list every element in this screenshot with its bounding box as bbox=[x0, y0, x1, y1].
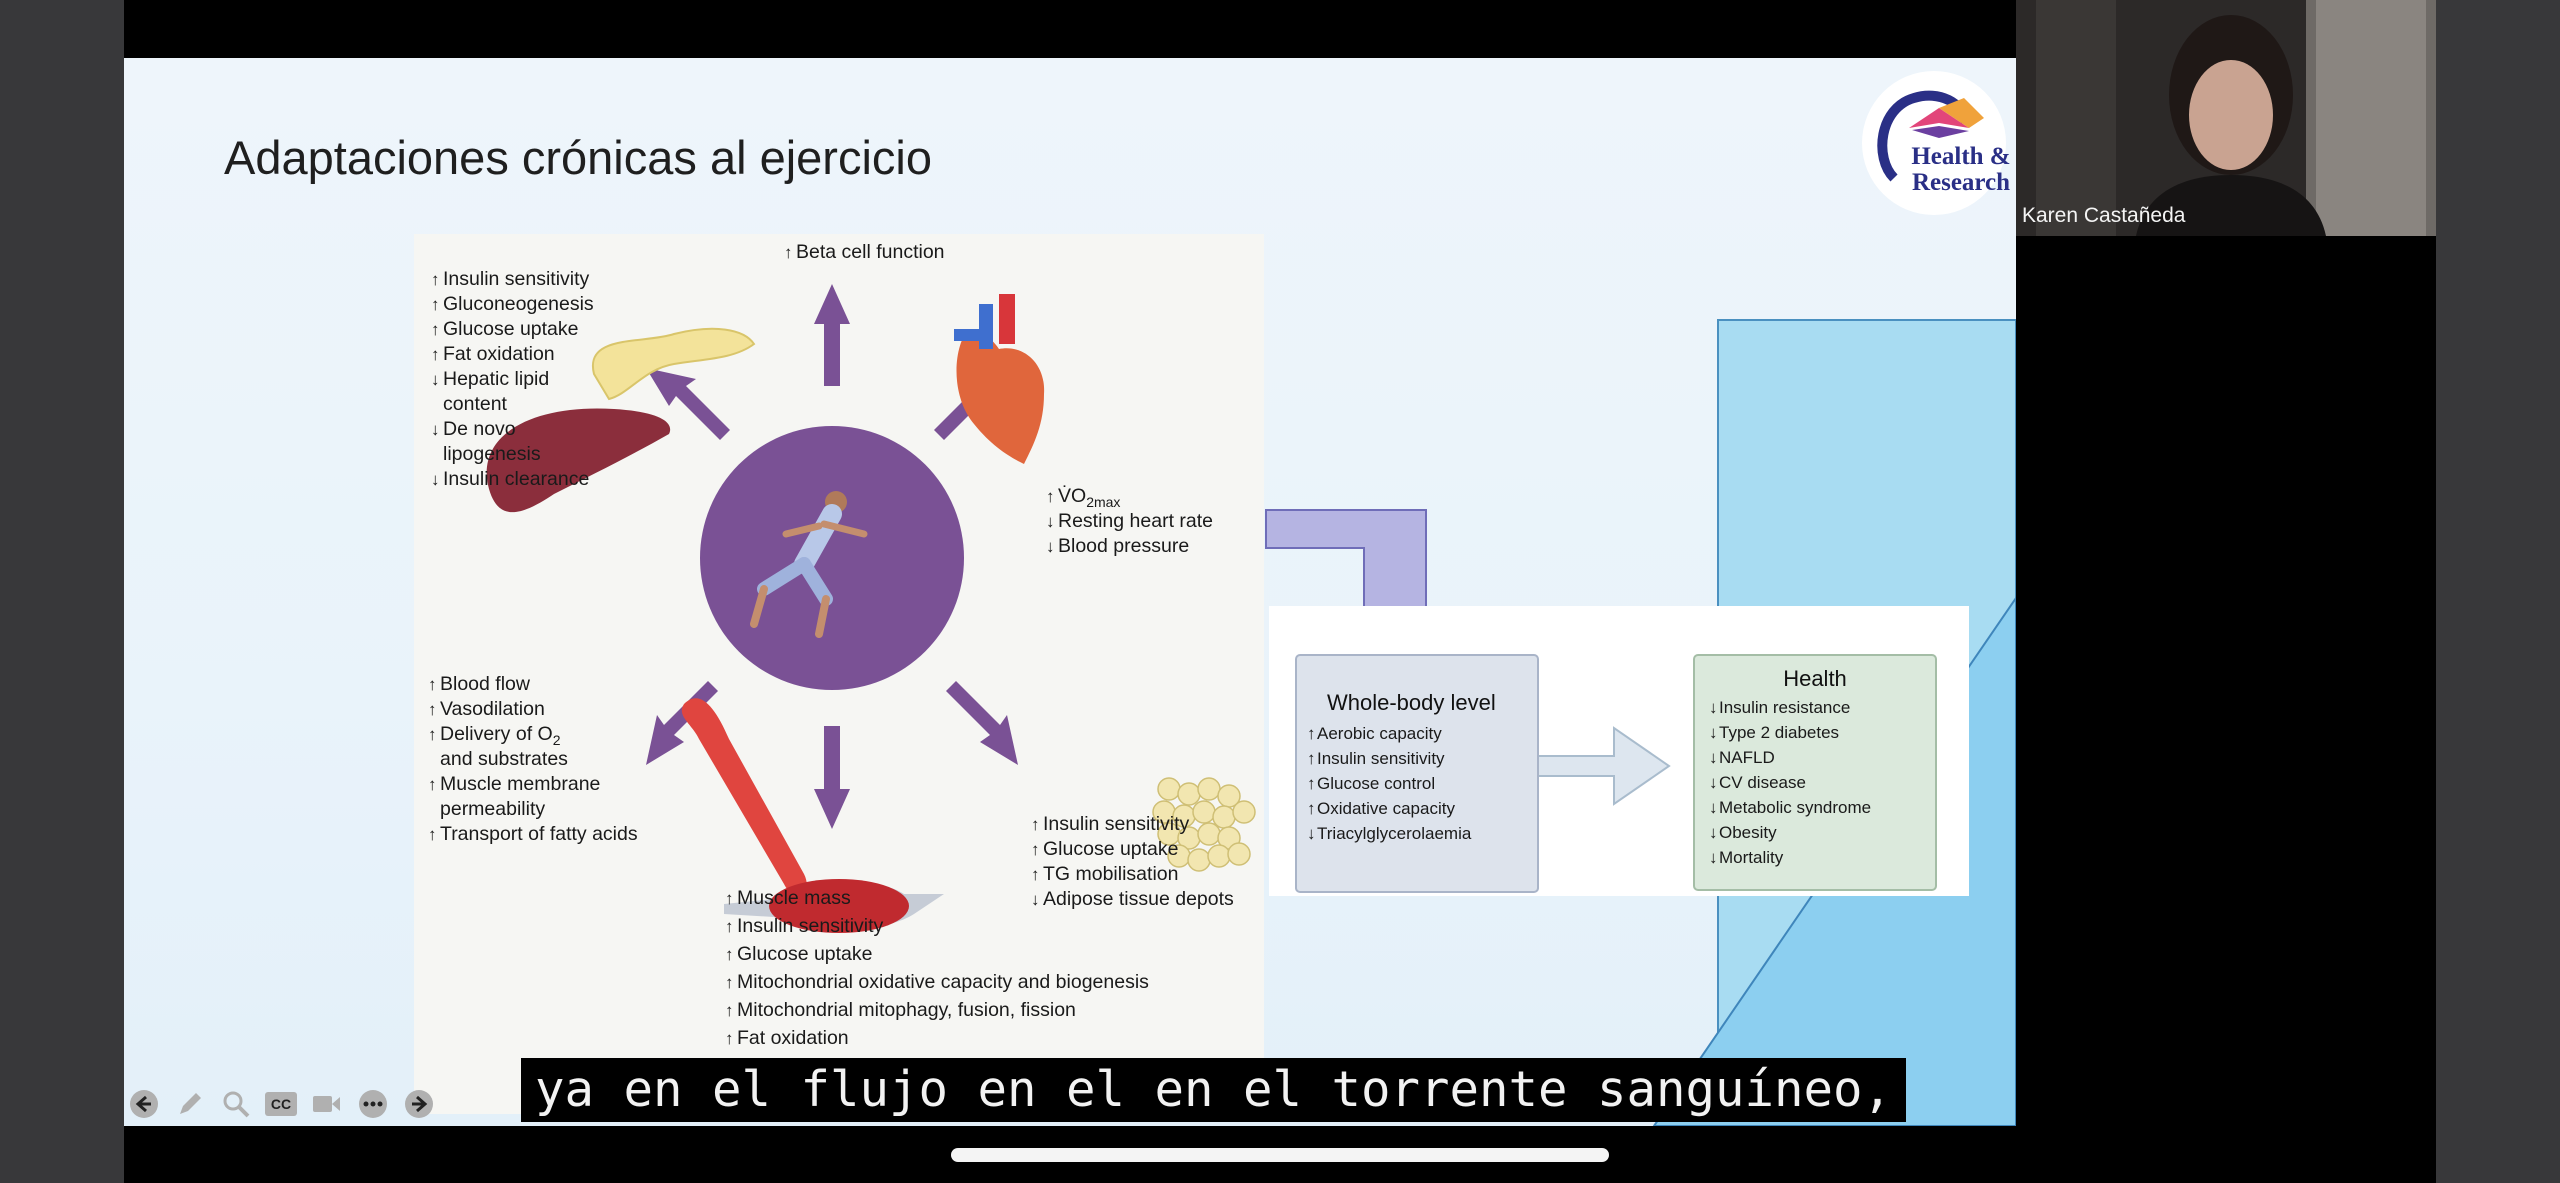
list-item: ↑Glucose uptake bbox=[725, 943, 873, 965]
exercise-hub-circle bbox=[700, 426, 964, 690]
list-item: ↑Fat oxidation bbox=[431, 343, 555, 365]
list-item: ↑Insulin sensitivity bbox=[1031, 813, 1190, 835]
list-item: and substrates bbox=[440, 748, 568, 770]
home-indicator bbox=[951, 1148, 1609, 1162]
list-item: ↑Transport of fatty acids bbox=[428, 823, 638, 845]
list-item: ↑Glucose control bbox=[1307, 774, 1436, 793]
logo-line-2: Research bbox=[1911, 169, 2011, 196]
list-item: ↑Muscle membrane bbox=[428, 773, 601, 795]
list-item: ↑Fat oxidation bbox=[725, 1027, 849, 1049]
adipose-tissue-illustration bbox=[1152, 777, 1256, 872]
list-item: ↓Metabolic syndrome bbox=[1709, 798, 1872, 817]
health-box: Health ↓Insulin resistance ↓Type 2 diabet… bbox=[1693, 654, 1937, 891]
right-backdrop bbox=[2436, 0, 2560, 1183]
list-item: lipogenesis bbox=[443, 443, 541, 465]
live-caption: ya en el flujo en el en el torrente sang… bbox=[521, 1058, 1907, 1122]
list-item: ↓Hepatic lipid bbox=[431, 368, 550, 390]
presentation-slide: Adaptaciones crónicas al ejercicio Healt… bbox=[124, 58, 2016, 1126]
list-item: ↓Insulin resistance bbox=[1709, 698, 1851, 717]
blood-vessel-illustration bbox=[681, 698, 807, 895]
participant-video-frame bbox=[2016, 0, 2436, 236]
health-research-logo bbox=[1862, 71, 2006, 215]
pancreas-effect: ↑Beta cell function bbox=[784, 241, 945, 263]
participant-name: Karen Castañeda bbox=[2022, 204, 2186, 227]
list-item: ↓De novo bbox=[431, 418, 516, 440]
list-item: permeability bbox=[440, 798, 546, 820]
back-icon[interactable] bbox=[129, 1089, 159, 1119]
list-item: ↓Triacylglycerolaemia bbox=[1307, 824, 1472, 843]
list-item: ↑Blood flow bbox=[428, 673, 530, 695]
pen-icon[interactable] bbox=[175, 1089, 205, 1119]
heart-illustration bbox=[954, 294, 1045, 464]
list-item: ↓Resting heart rate bbox=[1046, 510, 1214, 532]
list-item: ↑Oxidative capacity bbox=[1307, 799, 1455, 818]
slide-title: Adaptaciones crónicas al ejercicio bbox=[224, 131, 932, 184]
list-item: ↓CV disease bbox=[1709, 773, 1806, 792]
list-item: ↑Insulin sensitivity bbox=[431, 268, 590, 290]
liver-illustration bbox=[486, 408, 671, 513]
flow-diagram: Whole-body level ↑Aerobic capacity ↑Insul… bbox=[1269, 606, 1969, 896]
exercise-adaptations-figure bbox=[414, 234, 1264, 1114]
list-item: ↑Insulin sensitivity bbox=[725, 915, 884, 937]
list-item: ↓Adipose tissue depots bbox=[1031, 888, 1234, 910]
list-item: ↑Muscle mass bbox=[725, 887, 851, 909]
more-icon[interactable] bbox=[358, 1089, 388, 1119]
logo-line-1: Health & bbox=[1911, 143, 2011, 170]
cc-icon[interactable]: CC bbox=[265, 1092, 297, 1116]
left-backdrop bbox=[0, 0, 124, 1183]
list-item: ↓Type 2 diabetes bbox=[1709, 723, 1840, 742]
forward-icon[interactable] bbox=[404, 1089, 434, 1119]
runner-figure bbox=[750, 491, 868, 638]
health-title: Health bbox=[1783, 666, 1847, 691]
list-item: ↑Gluconeogenesis bbox=[431, 293, 594, 315]
list-item: ↓Blood pressure bbox=[1046, 535, 1190, 557]
camera-icon[interactable] bbox=[311, 1089, 341, 1119]
list-item: ↑Vasodilation bbox=[428, 698, 545, 720]
zoom-icon[interactable] bbox=[221, 1089, 251, 1119]
list-item: ↓Insulin clearance bbox=[431, 468, 590, 490]
hub-arrows bbox=[646, 284, 1018, 829]
list-item: ↑TG mobilisation bbox=[1031, 863, 1179, 885]
participant-video[interactable] bbox=[2016, 0, 2436, 236]
whole-body-title: Whole-body level bbox=[1327, 690, 1496, 715]
list-item: ↑Mitochondrial mitophagy, fusion, fissio… bbox=[725, 999, 1076, 1021]
list-item: ↑Insulin sensitivity bbox=[1307, 749, 1445, 768]
whole-body-level-box: Whole-body level ↑Aerobic capacity ↑Insul… bbox=[1295, 654, 1539, 893]
list-item: ↑Mitochondrial oxidative capacity and bi… bbox=[725, 971, 1149, 993]
list-item: ↑Aerobic capacity bbox=[1307, 724, 1442, 743]
list-item: ↑Delivery of O2 bbox=[428, 723, 561, 748]
muscle-illustration bbox=[724, 879, 944, 933]
list-item: ↓Mortality bbox=[1709, 848, 1784, 867]
logo-text: Health & Research bbox=[1901, 144, 2016, 196]
list-item: ↓NAFLD bbox=[1709, 748, 1775, 767]
pancreas-illustration bbox=[591, 327, 756, 401]
flow-arrows bbox=[1265, 509, 1450, 670]
list-item: ↑V̇O2max bbox=[1046, 485, 1121, 510]
list-item: ↑Glucose uptake bbox=[1031, 838, 1179, 860]
list-item: content bbox=[443, 393, 507, 415]
list-item: ↑Glucose uptake bbox=[431, 318, 579, 340]
figure-illustration bbox=[486, 284, 1256, 933]
list-item: ↓Obesity bbox=[1709, 823, 1777, 842]
